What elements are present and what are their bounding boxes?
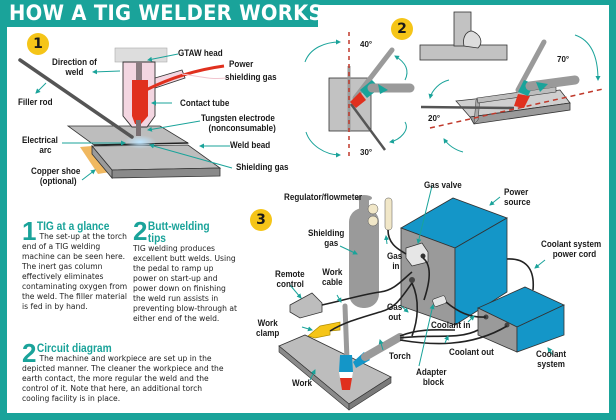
label-power-source: Power source <box>504 187 531 208</box>
label-work: Work <box>292 378 313 389</box>
label-work-cable: Work cable <box>322 267 343 288</box>
angle-workpiece <box>455 86 571 125</box>
text-block-number: 2 <box>133 216 148 246</box>
label-regulator: Regulator/flowmeter <box>284 192 363 203</box>
angle-30: 30° <box>360 148 373 157</box>
label-copper-shoe: Copper shoe (optional) <box>31 166 81 187</box>
label-tungsten-electrode: Tungsten electrode (nonconsumable) <box>200 113 276 134</box>
filler-rod <box>18 58 134 139</box>
label-shielding-gas: Shielding gas <box>236 162 289 173</box>
torch-left <box>350 47 415 108</box>
badge-2: 2 <box>391 18 413 40</box>
label-filler-rod: Filler rod <box>18 97 53 108</box>
label-work-clamp: Work clamp <box>256 318 280 339</box>
page-title: HOW A TIG WELDER WORKS <box>9 1 323 25</box>
text-block-heading: Butt-welding tips <box>147 219 210 245</box>
panel-3-leaders <box>289 185 554 381</box>
label-direction-of-weld: Direction of weld <box>52 57 97 78</box>
label-shielding-gas-supply: shielding gas <box>225 72 277 83</box>
text-block-body: TIG welding produces excellent butt weld… <box>133 244 237 323</box>
text-block-number: 1 <box>22 216 37 246</box>
text-block-heading: TIG at a glance <box>36 219 110 233</box>
label-torch: Torch <box>389 351 411 362</box>
label-gas-out: Gas out <box>387 302 403 323</box>
label-remote-control: Remote control <box>275 269 305 290</box>
text-block-butt-welding-tips: 2 Butt-welding tips TIG welding produces… <box>133 216 239 324</box>
label-gas-in: Gas in <box>387 251 403 272</box>
power-cable <box>145 64 225 92</box>
t-joint-icon <box>419 11 508 61</box>
coolant-system-side <box>516 304 565 353</box>
text-block-heading: Circuit diagram <box>36 341 112 355</box>
badge-3: 3 <box>250 209 272 231</box>
text-block-body: The set-up at the torch end of a TIG wel… <box>22 232 128 311</box>
angle-70: 70° <box>557 55 570 64</box>
tungsten-electrode <box>136 120 141 136</box>
panel-2-angles-diagram <box>304 11 604 160</box>
power-source-side <box>454 217 508 326</box>
label-coolant-in: Coolant in <box>431 320 471 331</box>
workpiece-plate-right <box>91 144 222 171</box>
label-electrical-arc: Electrical arc <box>22 135 58 156</box>
label-coolant-power-cord: Coolant system power cord <box>541 239 602 260</box>
text-block-circuit-diagram: 2 Circuit diagram The machine and workpi… <box>22 338 227 404</box>
label-coolant-system: Coolant system <box>536 349 567 370</box>
label-shielding-gas-cylinder: Shielding gas <box>308 228 345 249</box>
remote-control-pedal <box>289 292 323 319</box>
contact-tube <box>132 80 148 124</box>
panel-1-leaders <box>35 53 233 181</box>
gtaw-head <box>114 47 168 63</box>
text-block-tig-at-a-glance: 1 TIG at a glance The set-up at the torc… <box>22 216 128 312</box>
panel-1-torch-diagram <box>18 47 233 181</box>
arc-glow <box>124 135 156 149</box>
adapter-block <box>432 295 447 307</box>
title-bar: HOW A TIG WELDER WORKS <box>0 0 323 27</box>
badge-1: 1 <box>27 33 49 55</box>
panel-3-circuit-diagram <box>278 185 565 411</box>
label-gas-valve: Gas valve <box>424 180 462 191</box>
gas-cylinder <box>349 195 393 308</box>
angle-20: 20° <box>428 114 441 123</box>
welding-torch <box>339 303 404 390</box>
text-block-body: The machine and workpiece are set up in … <box>22 354 224 403</box>
work-clamp <box>307 321 341 339</box>
angle-40: 40° <box>360 40 373 49</box>
angle-reference-line <box>429 88 604 129</box>
label-power: Power <box>229 59 254 70</box>
label-adapter-block: Adapter block <box>416 367 447 388</box>
label-contact-tube: Contact tube <box>180 98 230 109</box>
text-block-number: 2 <box>22 338 37 368</box>
label-coolant-out: Coolant out <box>449 347 494 358</box>
gas-valve <box>405 242 429 267</box>
torch-right <box>514 39 580 108</box>
label-weld-bead: Weld bead <box>230 140 271 151</box>
label-gtaw-head: GTAW head <box>178 48 223 59</box>
coolant-power-cord <box>506 258 534 291</box>
